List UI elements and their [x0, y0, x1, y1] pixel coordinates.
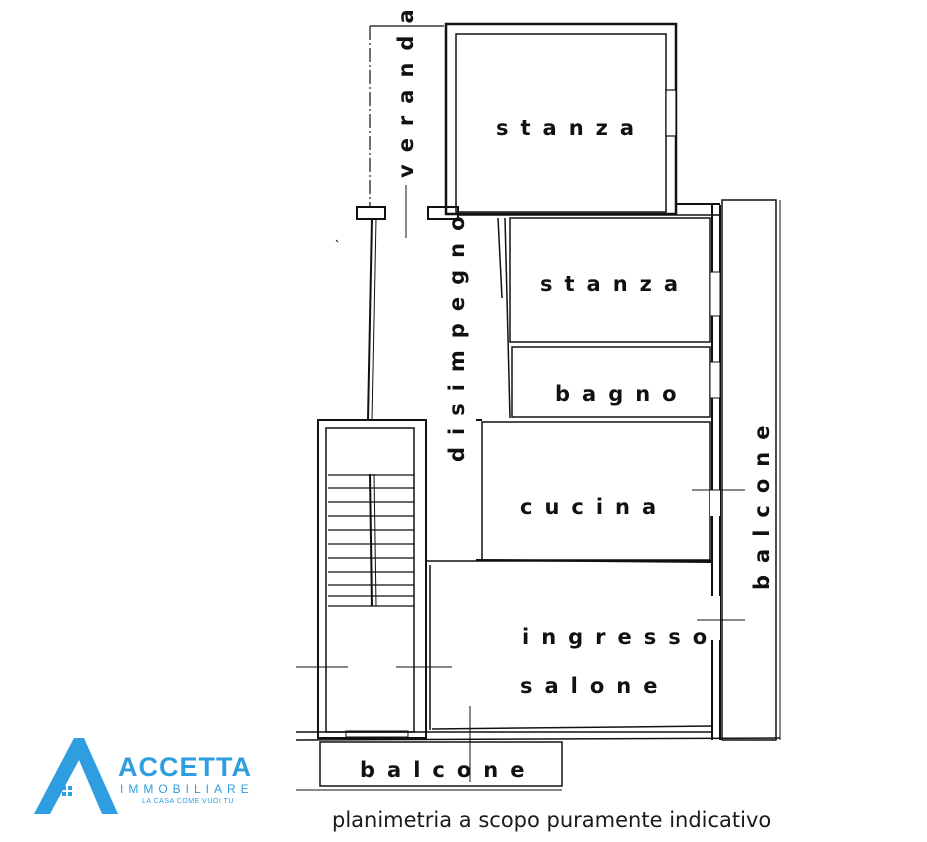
logo-tagline: LA CASA COME VUOI TU	[142, 798, 234, 805]
label-balcone-right: balcone	[750, 413, 774, 590]
company-logo: ACCETTA IMMOBILIARE LA CASA COME VUOI TU	[30, 738, 280, 818]
label-stanza-mid: stanza	[540, 272, 691, 296]
stairwell	[296, 419, 452, 739]
balcone-bottom-outline	[296, 741, 563, 791]
stanza-top-walls	[444, 22, 720, 216]
label-ingresso: ingresso	[522, 625, 720, 649]
balcone-right-outline	[721, 199, 781, 741]
label-veranda: veranda	[394, 0, 418, 178]
label-disimpegno: disimpegno	[445, 204, 469, 463]
label-stanza-top: stanza	[496, 116, 647, 140]
house-a-icon	[34, 738, 118, 814]
central-walls	[367, 214, 720, 421]
label-bagno: bagno	[555, 382, 689, 406]
salone-walls	[295, 560, 781, 782]
label-balcone-bottom: balcone	[360, 758, 537, 782]
logo-subtitle: IMMOBILIARE	[120, 782, 254, 796]
disclaimer-caption: planimetria a scopo puramente indicativo	[332, 808, 772, 832]
logo-name: ACCETTA	[118, 752, 252, 782]
label-cucina: cucina	[520, 495, 669, 519]
right-exterior-wall	[692, 205, 745, 740]
label-salone: salone	[520, 674, 670, 698]
